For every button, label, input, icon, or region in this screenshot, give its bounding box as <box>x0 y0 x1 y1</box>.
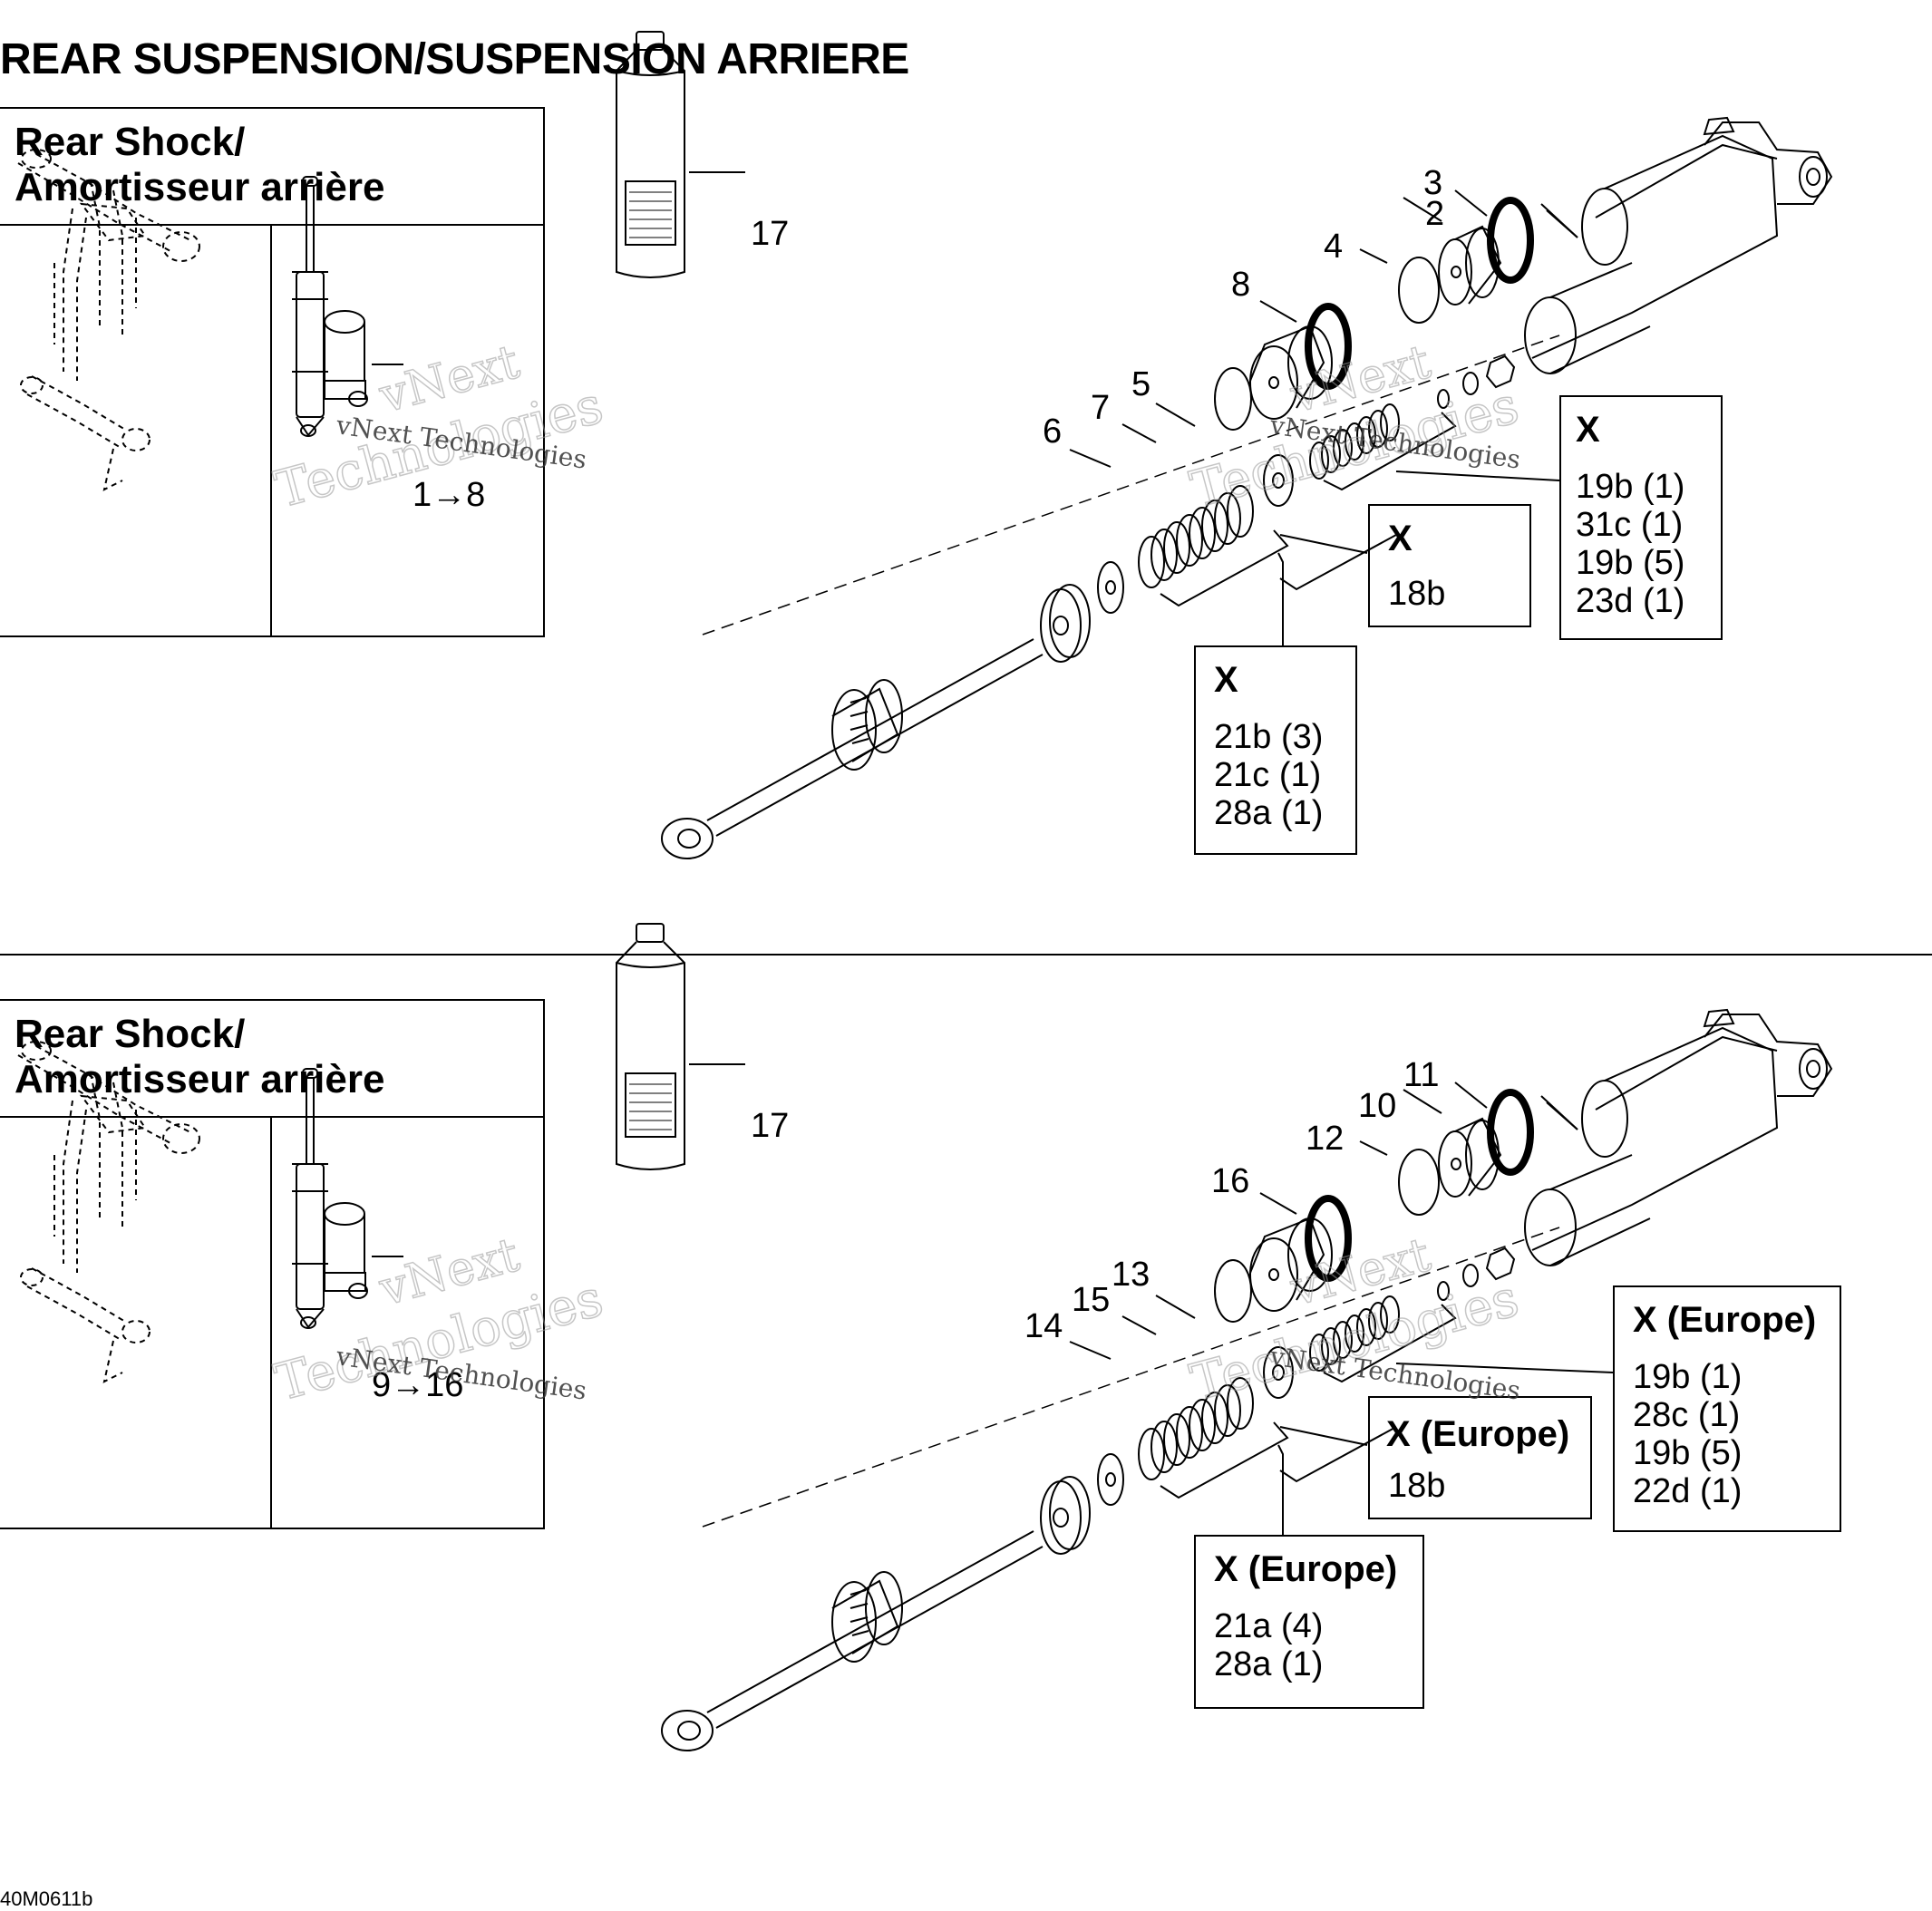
leader-lines-top <box>1069 189 1578 468</box>
part-label-16: 16 <box>1211 1162 1249 1200</box>
callout-box-18b: X 18b <box>1368 504 1531 627</box>
part-label-8: 8 <box>1231 266 1250 304</box>
callout-heading: X (Europe) <box>1214 1549 1398 1589</box>
callout-box-18b-europe: X (Europe) 18b <box>1368 1396 1592 1519</box>
section-divider <box>0 954 1932 956</box>
range-label: 1→8 <box>413 476 485 514</box>
callout-items: 21b (3) 21c (1) 28a (1) <box>1214 718 1324 832</box>
inset-title: Rear Shock/ Amortisseur arrière <box>15 1012 385 1101</box>
inset-box-bottom: Rear Shock/ Amortisseur arrière <box>0 999 545 1529</box>
leader-lines-bottom <box>1069 1082 1578 1360</box>
part-label-17: 17 <box>751 1107 789 1145</box>
range-label: 9→16 <box>372 1366 463 1404</box>
part-label-3: 3 <box>1423 164 1442 202</box>
callout-heading: X <box>1388 519 1413 558</box>
part-label-7: 7 <box>1091 389 1110 427</box>
part-label-14: 14 <box>1024 1307 1063 1345</box>
callout-leaders-top <box>1277 470 1560 645</box>
callout-items: 18b <box>1388 1467 1446 1505</box>
inset-divider-vertical <box>270 224 272 637</box>
part-label-13: 13 <box>1112 1256 1150 1294</box>
drawing-code: 40M0611b <box>0 1887 93 1910</box>
page-title: REAR SUSPENSION/SUSPENSION ARRIERE <box>0 35 909 83</box>
callout-heading: X <box>1576 410 1600 450</box>
callout-items: 19b (1) 31c (1) 19b (5) 23d (1) <box>1576 468 1685 620</box>
inset-locator-bottom <box>17 1041 404 1382</box>
callout-items: 21a (4) 28a (1) <box>1214 1607 1324 1683</box>
part-label-11: 11 <box>1403 1056 1439 1094</box>
part-label-2: 2 <box>1425 195 1444 233</box>
part-label-4: 4 <box>1324 228 1343 266</box>
inset-box-top: Rear Shock/ Amortisseur arrière <box>0 107 545 637</box>
inset-divider-vertical <box>270 1116 272 1529</box>
callout-box-shim-stack-europe: X (Europe) 21a (4) 28a (1) <box>1194 1535 1424 1709</box>
part-label-15: 15 <box>1072 1281 1110 1319</box>
callout-box-piston-kit-europe: X (Europe) 19b (1) 28c (1) 19b (5) 22d (… <box>1613 1285 1841 1532</box>
part-label-6: 6 <box>1043 412 1062 451</box>
callout-box-piston-kit: X 19b (1) 31c (1) 19b (5) 23d (1) <box>1559 395 1723 640</box>
part-label-10: 10 <box>1358 1087 1396 1125</box>
oil-bottle-top <box>616 31 746 278</box>
callout-leaders-bottom <box>1277 1363 1614 1535</box>
oil-bottle-bottom <box>616 923 746 1170</box>
callout-heading: X (Europe) <box>1386 1414 1570 1454</box>
part-label-5: 5 <box>1131 365 1150 403</box>
callout-items: 18b <box>1388 575 1446 613</box>
callout-heading: X (Europe) <box>1633 1300 1817 1340</box>
inset-title: Rear Shock/ Amortisseur arrière <box>15 120 385 209</box>
part-label-12: 12 <box>1306 1120 1344 1158</box>
part-label-17: 17 <box>751 215 789 253</box>
callout-heading: X <box>1214 660 1238 700</box>
callout-box-shim-stack: X 21b (3) 21c (1) 28a (1) <box>1194 645 1357 855</box>
callout-items: 19b (1) 28c (1) 19b (5) 22d (1) <box>1633 1358 1743 1510</box>
